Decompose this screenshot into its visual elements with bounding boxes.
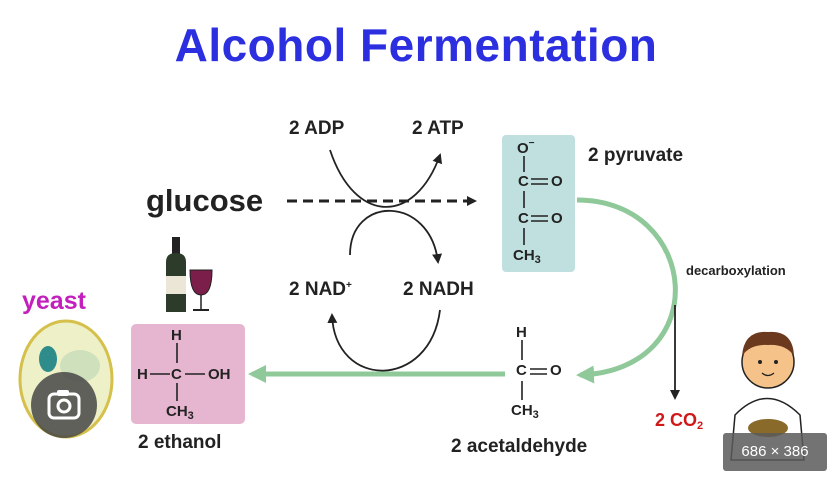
pyruvate-o1: O [551,173,563,190]
ethanol-h-top: H [171,327,182,344]
nad-charge: + [346,280,352,291]
lens-icon [47,390,81,420]
pyruvate-ch3: CH3 [513,247,541,266]
nad-text: 2 NAD [289,279,347,300]
pyruvate-o2: O [551,210,563,227]
atp-label: 2 ATP [412,118,464,139]
pyruvate-box [502,135,575,272]
acetaldehyde-bonds [521,340,547,400]
co2-sub: 2 [697,420,704,432]
decarboxylation-label: decarboxylation [686,263,786,278]
adp-label: 2 ADP [289,118,345,139]
ethanol-h-left: H [137,366,148,383]
pyruvate-ch-sub: 3 [534,254,541,266]
ethanol-bonds [150,343,205,401]
co2-label: 2 CO2 [655,410,703,432]
acetaldehyde-h: H [516,324,527,341]
pyruvate-o-minus-atom: O [517,140,529,157]
acetaldehyde-ch: CH [511,402,533,419]
pyruvate-c1: C [518,173,529,190]
wine-bottle-icon [166,237,186,312]
acetaldehyde-o: O [550,362,562,379]
acetaldehyde-ch3: CH3 [511,402,539,421]
image-size-badge: 686 × 386 [723,433,827,471]
visual-search-button[interactable] [31,372,97,438]
ethanol-label: 2 ethanol [138,432,222,453]
ethanol-ch: CH [166,403,188,420]
nad-nadh-curve [349,210,443,264]
pyruvate-c2: C [518,210,529,227]
nad-label: 2 NAD+ [289,279,352,301]
acetaldehyde-c: C [516,362,527,379]
acetaldehyde-ch-sub: 3 [532,409,539,421]
adp-atp-curve [329,149,443,208]
pyruvate-ch: CH [513,247,535,264]
pyruvate-label: 2 pyruvate [588,145,684,166]
pyruvate-o-minus: O− [517,138,535,157]
ethanol-oh: OH [208,366,231,383]
yeast-label: yeast [22,287,86,315]
decarboxylation-arrow [576,197,678,384]
pyruvate-minus-charge: − [528,138,535,149]
diagram-title: Alcohol Fermentation [174,19,658,71]
co2-text: 2 CO [655,410,698,430]
ethanol-c: C [171,366,182,383]
ethanol-ch-sub: 3 [187,410,194,422]
pyruvate-bonds [523,156,548,245]
acetaldehyde-label: 2 acetaldehyde [451,436,588,457]
ethanol-ch3: CH3 [166,403,194,422]
wine-glass-icon [189,269,213,311]
nadh-label: 2 NADH [403,279,474,300]
glucose-label: glucose [146,183,264,218]
nadh-nad-return-curve [327,309,441,372]
